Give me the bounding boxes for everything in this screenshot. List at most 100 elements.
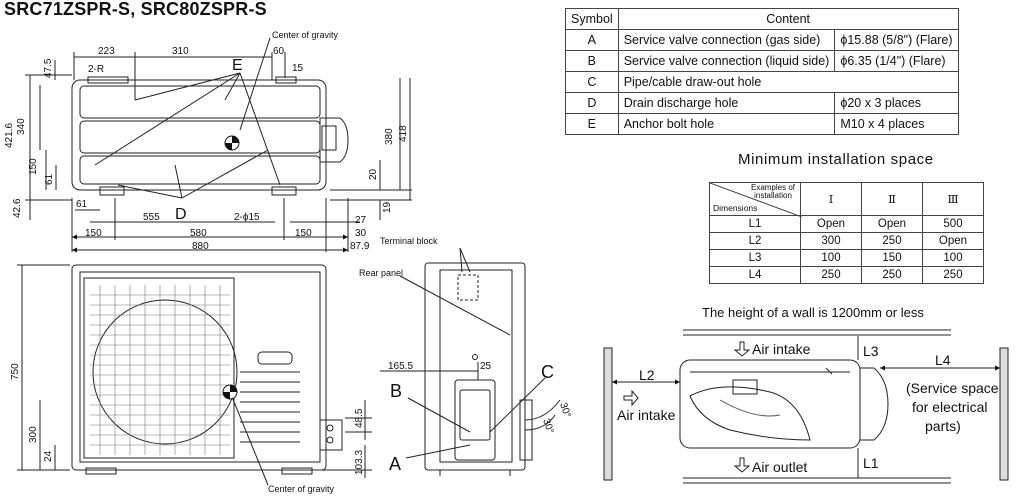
label-c: C xyxy=(541,362,554,382)
dim-30-deg-b: 30° xyxy=(540,417,556,435)
table-cell: Open xyxy=(861,215,923,233)
table-row: L2 300 250 Open xyxy=(709,232,984,250)
min-space-table: Examples of installation Dimensions Ⅰ Ⅱ … xyxy=(709,182,984,284)
service-space-line3: parts) xyxy=(925,418,961,434)
dim-47-5: 47.5 xyxy=(43,58,54,78)
dim-380: 380 xyxy=(384,128,395,145)
dim-103-3: 103.3 xyxy=(354,450,365,475)
table-cell: Open xyxy=(922,232,984,250)
table-cell: 250 xyxy=(922,266,984,284)
air-intake-top-label: Air intake xyxy=(752,341,811,357)
table-row: B Service valve connection (liquid side)… xyxy=(565,50,959,72)
content-cell: Pipe/cable draw-out hole xyxy=(617,71,959,93)
cog-symbol-top xyxy=(224,135,240,151)
symbol-cell: E xyxy=(565,113,619,135)
dim-340: 340 xyxy=(16,118,27,135)
table-row: E Anchor bolt hole M10 x 4 places xyxy=(565,113,959,135)
symbol-cell: C xyxy=(565,71,619,93)
dim-15: 15 xyxy=(292,63,304,74)
dim-24: 24 xyxy=(43,450,54,462)
dim-750: 750 xyxy=(10,363,21,380)
l1-label: L1 xyxy=(863,455,879,471)
col-header: Ⅲ xyxy=(922,182,984,216)
dim-2phi15: 2-ϕ15 xyxy=(234,212,260,223)
content-cell: Service valve connection (liquid side) xyxy=(617,50,836,72)
dim-150-b: 150 xyxy=(295,228,312,239)
top-view xyxy=(25,37,412,253)
symbol-cell: A xyxy=(565,29,619,51)
symbol-cell: D xyxy=(565,92,619,114)
dim-150-v: 150 xyxy=(28,158,39,175)
dim-25: 25 xyxy=(480,361,492,372)
table-cell: 500 xyxy=(922,215,984,233)
dim-165-5: 165.5 xyxy=(388,361,413,372)
table-row: C Pipe/cable draw-out hole xyxy=(565,71,959,93)
table-row: D Drain discharge hole ϕ20 x 3 places xyxy=(565,92,959,114)
dim-555: 555 xyxy=(143,212,160,223)
dim-418: 418 xyxy=(398,125,409,142)
dim-30-deg-a: 30° xyxy=(557,401,573,419)
table-cell: 250 xyxy=(861,232,923,250)
dim-42-6: 42.6 xyxy=(12,198,23,218)
row-label: L3 xyxy=(709,249,801,267)
dim-20: 20 xyxy=(368,168,379,180)
dim-2r: 2-R xyxy=(88,64,104,75)
l2-label: L2 xyxy=(639,367,655,383)
dim-87-9: 87.9 xyxy=(350,241,370,252)
table-row: A Service valve connection (gas side) ϕ1… xyxy=(565,29,959,51)
table-cell: 150 xyxy=(861,249,923,267)
min-space-header: Examples of installation Dimensions Ⅰ Ⅱ … xyxy=(709,182,984,217)
dim-60: 60 xyxy=(273,46,285,57)
dim-30: 30 xyxy=(355,228,367,239)
dim-310: 310 xyxy=(172,46,189,57)
header-content: Content xyxy=(617,8,959,30)
dim-48-5: 48.5 xyxy=(354,408,365,428)
label-d: D xyxy=(175,206,187,223)
spec-cell: M10 x 4 places xyxy=(834,113,959,135)
dim-580: 580 xyxy=(190,228,207,239)
rear-panel-label: Rear panel xyxy=(359,268,403,278)
corner-top-label: Examples of installation xyxy=(750,183,796,200)
dim-27: 27 xyxy=(355,215,367,226)
table-cell: 300 xyxy=(800,232,862,250)
service-space-line1: (Service space xyxy=(906,380,999,396)
dim-300: 300 xyxy=(28,426,39,443)
col-header: Ⅰ xyxy=(800,182,862,216)
table-cell: 250 xyxy=(800,266,862,284)
table-cell: 100 xyxy=(922,249,984,267)
spec-cell: ϕ20 x 3 places xyxy=(834,92,959,114)
symbol-table: Symbol Content A Service valve connectio… xyxy=(565,8,959,135)
corner-bottom-label: Dimensions xyxy=(713,203,758,213)
dim-880: 880 xyxy=(192,241,209,252)
content-cell: Service valve connection (gas side) xyxy=(617,29,836,51)
corner-cell: Examples of installation Dimensions xyxy=(709,182,802,217)
label-e: E xyxy=(232,57,243,74)
dim-19: 19 xyxy=(382,201,393,213)
header-symbol: Symbol xyxy=(565,8,619,30)
dim-61-h: 61 xyxy=(76,199,88,210)
label-b: B xyxy=(390,381,402,401)
table-cell: Open xyxy=(800,215,862,233)
service-space-line2: for electrical xyxy=(912,399,987,415)
dim-61-v: 61 xyxy=(44,173,55,185)
table-row: L1 Open Open 500 xyxy=(709,215,984,233)
table-row: L4 250 250 250 xyxy=(709,266,984,284)
front-view xyxy=(17,264,372,486)
min-space-title: Minimum installation space xyxy=(738,151,934,168)
content-cell: Anchor bolt hole xyxy=(617,113,836,135)
row-label: L2 xyxy=(709,232,801,250)
terminal-block-label: Terminal block xyxy=(380,236,438,246)
air-intake-left-label: Air intake xyxy=(617,407,676,423)
wall-height-note: The height of a wall is 1200mm or less xyxy=(702,305,924,320)
cog-label-top: Center of gravity xyxy=(272,30,339,40)
col-header: Ⅱ xyxy=(861,182,923,216)
side-view xyxy=(380,247,561,476)
row-label: L1 xyxy=(709,215,801,233)
spec-cell: ϕ6.35 (1/4") (Flare) xyxy=(834,50,959,72)
table-row: L3 100 150 100 xyxy=(709,249,984,267)
spec-cell: ϕ15.88 (5/8") (Flare) xyxy=(834,29,959,51)
cog-label-front: Center of gravity xyxy=(268,484,335,494)
label-a: A xyxy=(389,454,401,474)
content-cell: Drain discharge hole xyxy=(617,92,836,114)
